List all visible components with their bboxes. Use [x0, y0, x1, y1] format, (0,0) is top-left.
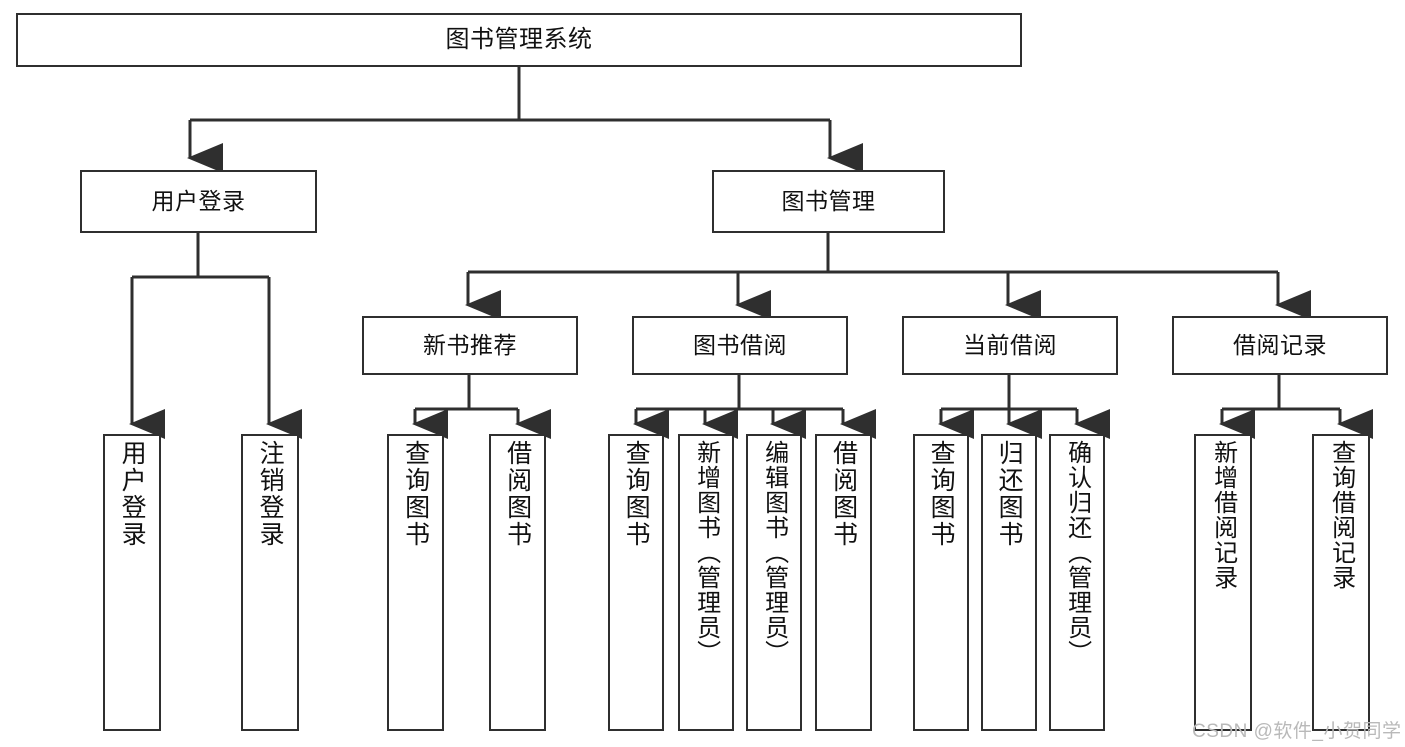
node-borrow-record[interactable]: 借阅记录: [1172, 316, 1388, 375]
node-label: 用户登录: [118, 440, 147, 548]
node-leaf-user-login[interactable]: 用户登录: [103, 434, 161, 731]
node-user-login[interactable]: 用户登录: [80, 170, 317, 233]
node-label: 新书推荐: [423, 331, 517, 358]
node-label: 注销登录: [256, 440, 285, 548]
node-label: 新增图书（管理员）: [692, 440, 720, 665]
node-leaf-confirm-return-admin[interactable]: 确认归还（管理员）: [1049, 434, 1105, 731]
node-leaf-query-book-recommend[interactable]: 查询图书: [387, 434, 444, 731]
node-leaf-borrow-book-recommend[interactable]: 借阅图书: [489, 434, 546, 731]
node-label: 查询图书: [622, 440, 651, 548]
node-leaf-query-book-current[interactable]: 查询图书: [913, 434, 969, 731]
node-leaf-add-borrow-record[interactable]: 新增借阅记录: [1194, 434, 1252, 731]
node-label: 图书管理系统: [445, 25, 593, 53]
node-label: 查询借阅记录: [1327, 440, 1355, 590]
node-label: 用户登录: [151, 187, 246, 214]
node-label: 借阅图书: [503, 440, 532, 548]
node-label: 当前借阅: [963, 331, 1057, 358]
node-leaf-logout[interactable]: 注销登录: [241, 434, 299, 731]
node-leaf-edit-book-admin[interactable]: 编辑图书（管理员）: [746, 434, 802, 731]
node-label: 归还图书: [995, 440, 1024, 548]
node-label: 图书借阅: [693, 331, 787, 358]
node-label: 借阅图书: [829, 440, 858, 548]
node-label: 确认归还（管理员）: [1063, 440, 1091, 665]
node-new-book-recommend[interactable]: 新书推荐: [362, 316, 578, 375]
node-label: 查询图书: [401, 440, 430, 548]
node-leaf-borrow-book[interactable]: 借阅图书: [815, 434, 872, 731]
node-label: 图书管理: [781, 187, 876, 214]
node-book-borrow[interactable]: 图书借阅: [632, 316, 848, 375]
node-leaf-query-borrow-record[interactable]: 查询借阅记录: [1312, 434, 1370, 731]
watermark-csdn: CSDN @软件_小贺同学: [1192, 721, 1402, 742]
node-leaf-query-book-borrow[interactable]: 查询图书: [608, 434, 664, 731]
node-leaf-return-book[interactable]: 归还图书: [981, 434, 1037, 731]
node-label: 查询图书: [927, 440, 956, 548]
node-label: 借阅记录: [1233, 331, 1327, 358]
node-label: 编辑图书（管理员）: [760, 440, 788, 665]
node-book-management[interactable]: 图书管理: [712, 170, 945, 233]
node-leaf-add-book-admin[interactable]: 新增图书（管理员）: [678, 434, 734, 731]
node-current-borrow[interactable]: 当前借阅: [902, 316, 1118, 375]
node-root-book-management-system[interactable]: 图书管理系统: [16, 13, 1022, 67]
node-label: 新增借阅记录: [1209, 440, 1237, 590]
